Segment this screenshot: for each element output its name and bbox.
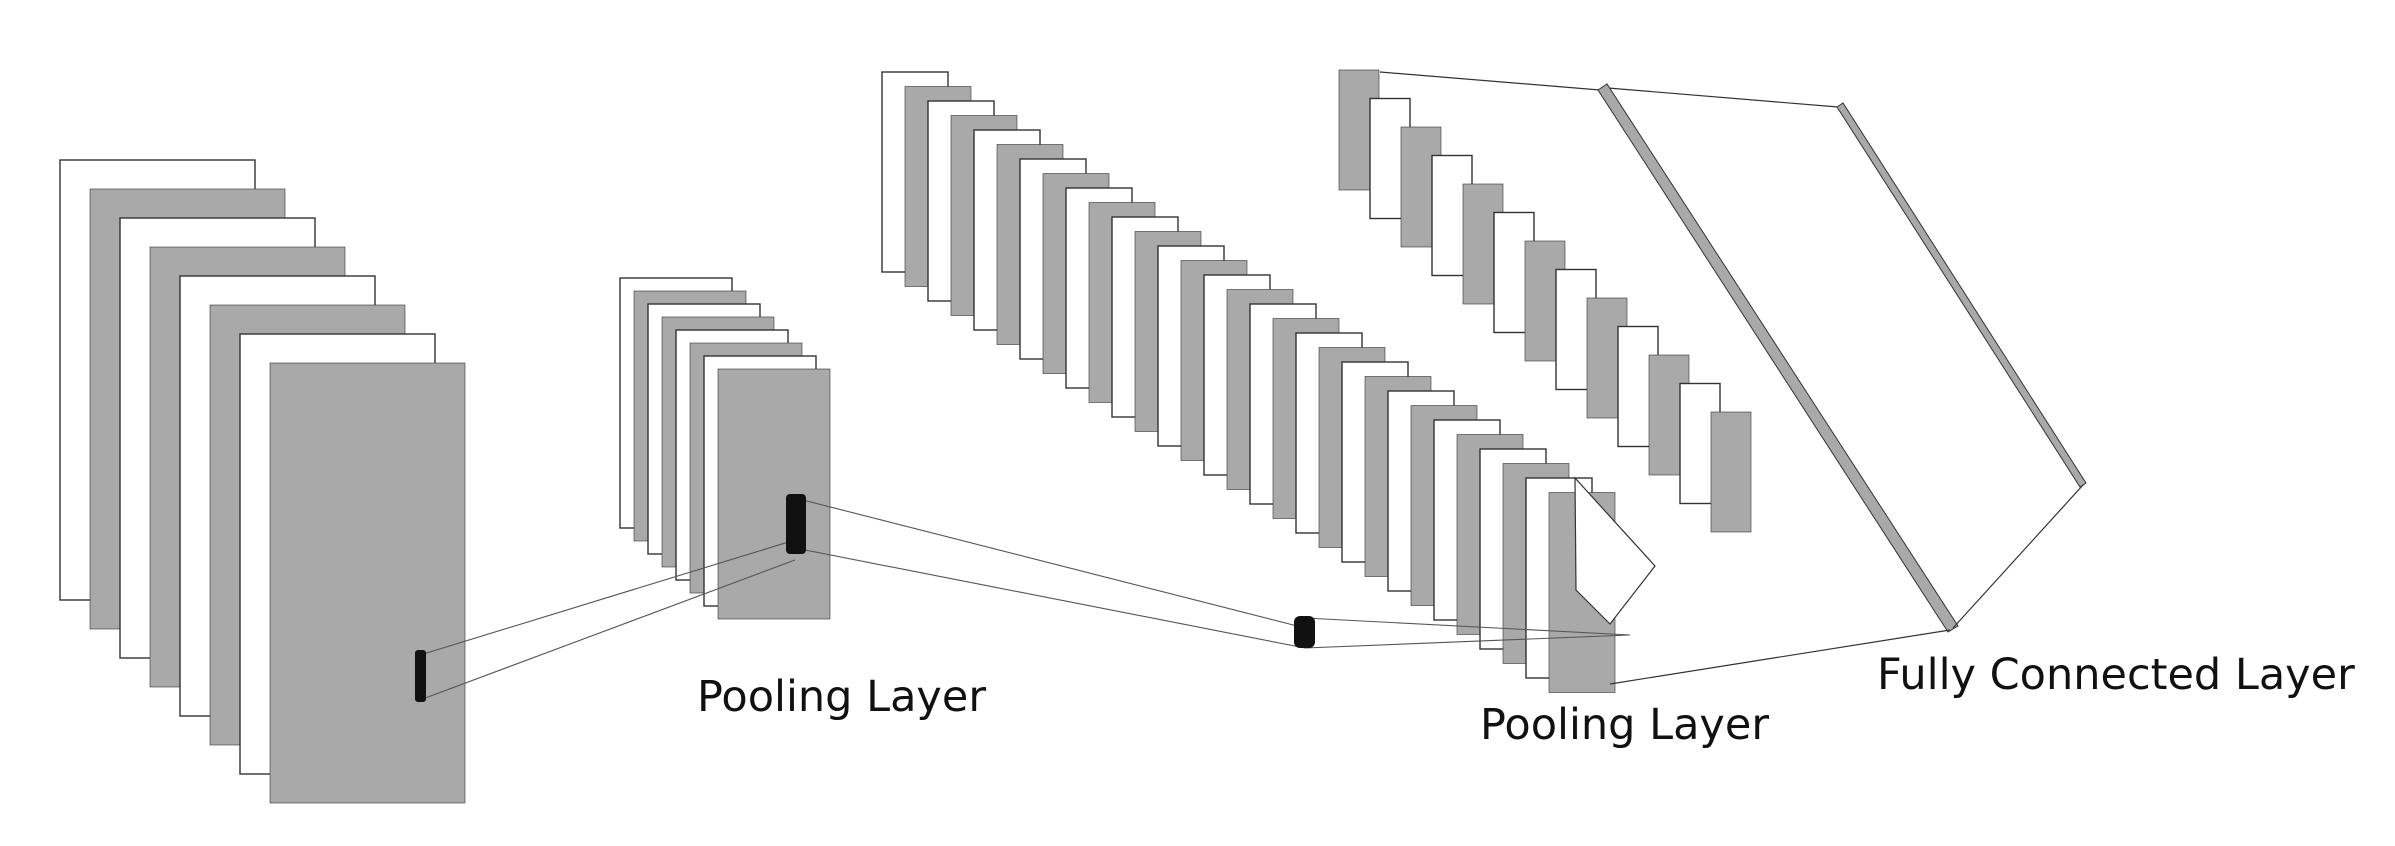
conv1-kernel-marker — [415, 650, 426, 702]
fully-connected-layer-label: Fully Connected Layer — [1877, 650, 2355, 700]
connector-line-4 — [794, 547, 1306, 649]
pool2-feature-map-13 — [1710, 411, 1752, 533]
fc-bottom-edge — [1952, 484, 2084, 629]
conv-layer-1-feature-maps — [59, 159, 466, 804]
pooling-layer-1-feature-maps — [619, 277, 831, 620]
pool2-to-fc-outline — [1574, 476, 1656, 625]
connector-line-2 — [419, 559, 796, 701]
connector-line-6 — [1304, 634, 1631, 649]
fc-top-edge-right — [1607, 87, 1839, 108]
pool1-kernel-marker — [786, 494, 806, 554]
pool2-to-fc-link — [1609, 629, 1951, 685]
connector-line-5 — [1304, 617, 1631, 636]
conv1-feature-map-8 — [269, 362, 466, 804]
pooling-layer-1-label: Pooling Layer — [697, 672, 987, 722]
conv2-kernel-marker — [1294, 616, 1315, 648]
pooling-layer-2-feature-maps — [1338, 69, 1752, 533]
pooling-layer-2-label: Pooling Layer — [1480, 700, 1770, 750]
fc-top-edge-left — [1379, 71, 1601, 91]
connector-line-1 — [419, 539, 796, 656]
receptive-field-connectors — [419, 497, 1631, 701]
conv-layer-2-feature-maps — [881, 71, 1616, 693]
connector-line-3 — [794, 497, 1306, 629]
fc-neuron-column-1 — [1597, 83, 1959, 633]
fully-connected-layer — [1379, 71, 2087, 685]
pool1-feature-map-8 — [717, 368, 831, 620]
fc-neuron-column-2 — [1836, 102, 2087, 488]
kernel-markers — [415, 494, 1315, 702]
